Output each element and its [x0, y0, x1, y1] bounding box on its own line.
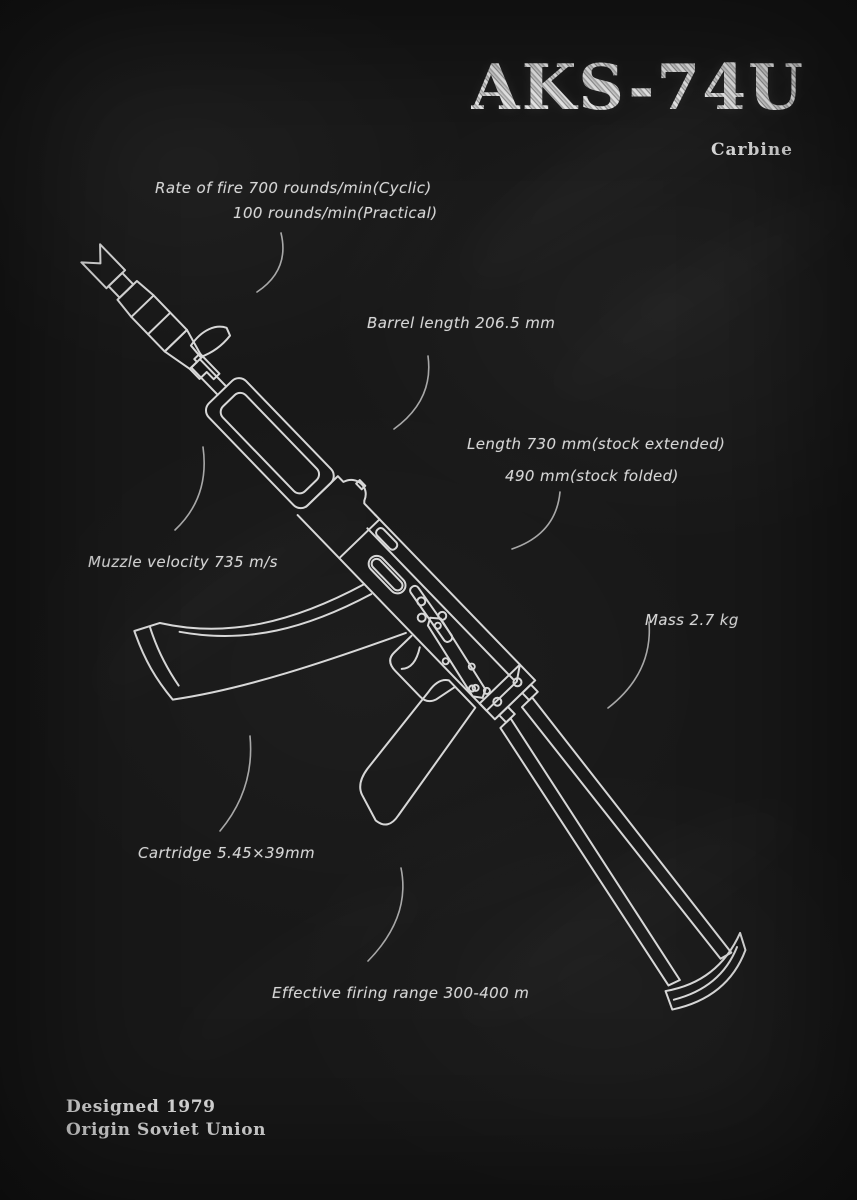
footer-origin: Origin Soviet Union	[66, 1120, 267, 1140]
poster-subtitle: Carbine	[710, 140, 793, 160]
trigger-guard	[389, 634, 457, 703]
poster-title: AKS-74U	[470, 50, 805, 124]
stock-strut-lower	[499, 717, 681, 987]
magazine	[133, 583, 407, 701]
annotation-muzzle-velocity: Muzzle velocity 735 m/s	[88, 553, 278, 571]
annotation-barrel-length: Barrel length 206.5 mm	[367, 314, 556, 332]
leader-line	[511, 491, 561, 550]
front-sight-post	[189, 325, 232, 359]
rivet	[441, 657, 450, 666]
booster-cone	[163, 328, 204, 370]
annotation-cartridge: Cartridge 5.45×39mm	[138, 844, 315, 862]
leader-lines	[174, 232, 651, 962]
leader-line	[607, 621, 651, 709]
footer-designed: Designed 1979	[66, 1097, 216, 1117]
annotation-effective-range: Effective firing range 300-400 m	[272, 984, 530, 1002]
annotation-length-line2: 490 mm(stock folded)	[505, 467, 679, 485]
hinge-lug	[521, 683, 539, 702]
butt-plate	[664, 931, 747, 1011]
leader-line	[367, 867, 404, 962]
gas-block	[188, 352, 221, 381]
leader-line	[219, 735, 252, 832]
stock-strut-upper	[520, 696, 733, 960]
leader-line	[256, 232, 284, 293]
ejection-port	[375, 527, 399, 551]
annotation-mass: Mass 2.7 kg	[645, 611, 739, 629]
selector-lever	[409, 584, 454, 643]
handguard-panel	[219, 391, 321, 495]
rifle-group	[80, 243, 747, 1011]
receiver	[296, 513, 521, 712]
annotation-rate-of-fire-line2: 100 rounds/min(Practical)	[233, 204, 438, 222]
charging-slot	[367, 554, 407, 595]
rivet	[416, 612, 427, 623]
annotation-rate-of-fire-line1: Rate of fire 700 rounds/min(Cyclic)	[155, 179, 432, 197]
pistol-grip	[359, 679, 477, 826]
muzzle-collar	[107, 271, 135, 299]
trigger	[400, 646, 421, 670]
leader-line	[174, 446, 205, 531]
leader-line	[393, 355, 430, 430]
barrel	[190, 358, 228, 396]
rear-trunnion	[478, 663, 537, 721]
rear-sight	[305, 475, 377, 516]
flash-hider	[80, 243, 127, 290]
handguard	[204, 377, 335, 510]
annotation-length-line1: Length 730 mm(stock extended)	[467, 435, 726, 453]
